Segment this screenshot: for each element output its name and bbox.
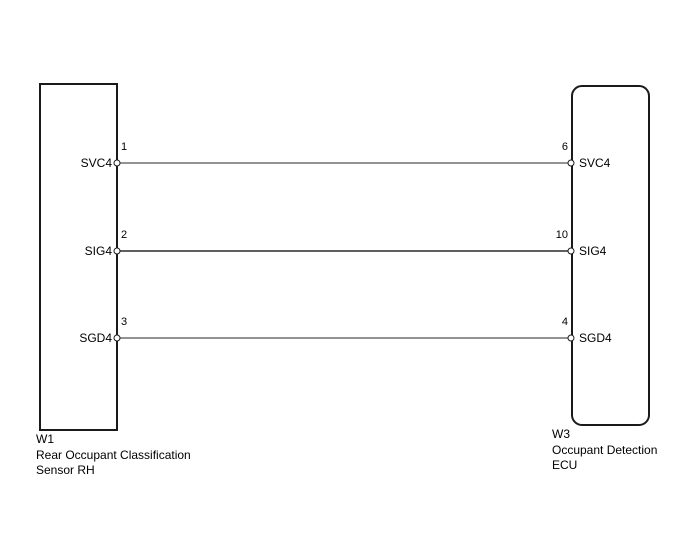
pin-label-left: SIG4 [84,244,112,258]
component-code: W3 [552,427,570,441]
component-caption-w1: W1 Rear Occupant Classification Sensor R… [36,432,191,479]
pin-label-right: SGD4 [579,331,612,345]
pin-number-left: 3 [121,316,128,328]
pin-label-left: SGD4 [79,331,112,345]
pin-label-right: SIG4 [579,244,607,258]
pin-connector-dot [567,159,575,167]
component-box-w3 [571,85,650,426]
pin-number-right: 4 [561,316,568,328]
component-name-line: Occupant Detection [552,442,658,457]
pin-label-left: SVC4 [80,156,112,170]
component-box-w1 [39,83,118,431]
pin-connector-dot [567,334,575,342]
wire-svc4 [117,162,572,164]
pin-connector-dot [113,334,121,342]
pin-connector-dot [113,159,121,167]
pin-number-left: 1 [121,141,128,153]
pin-label-right: SVC4 [579,156,611,170]
component-caption-w3: W3 Occupant Detection ECU [552,427,657,474]
component-name-line: Rear Occupant Classification [36,447,191,462]
component-name-line: ECU [552,458,578,472]
component-code: W1 [36,432,54,446]
pin-connector-dot [113,247,121,255]
wire-sgd4 [117,337,572,339]
component-name-line: Sensor RH [36,463,95,477]
pin-connector-dot [567,247,575,255]
wire-sig4 [117,250,572,252]
pin-number-right: 10 [555,229,568,241]
pin-number-left: 2 [121,229,128,241]
pin-number-right: 6 [561,141,568,153]
